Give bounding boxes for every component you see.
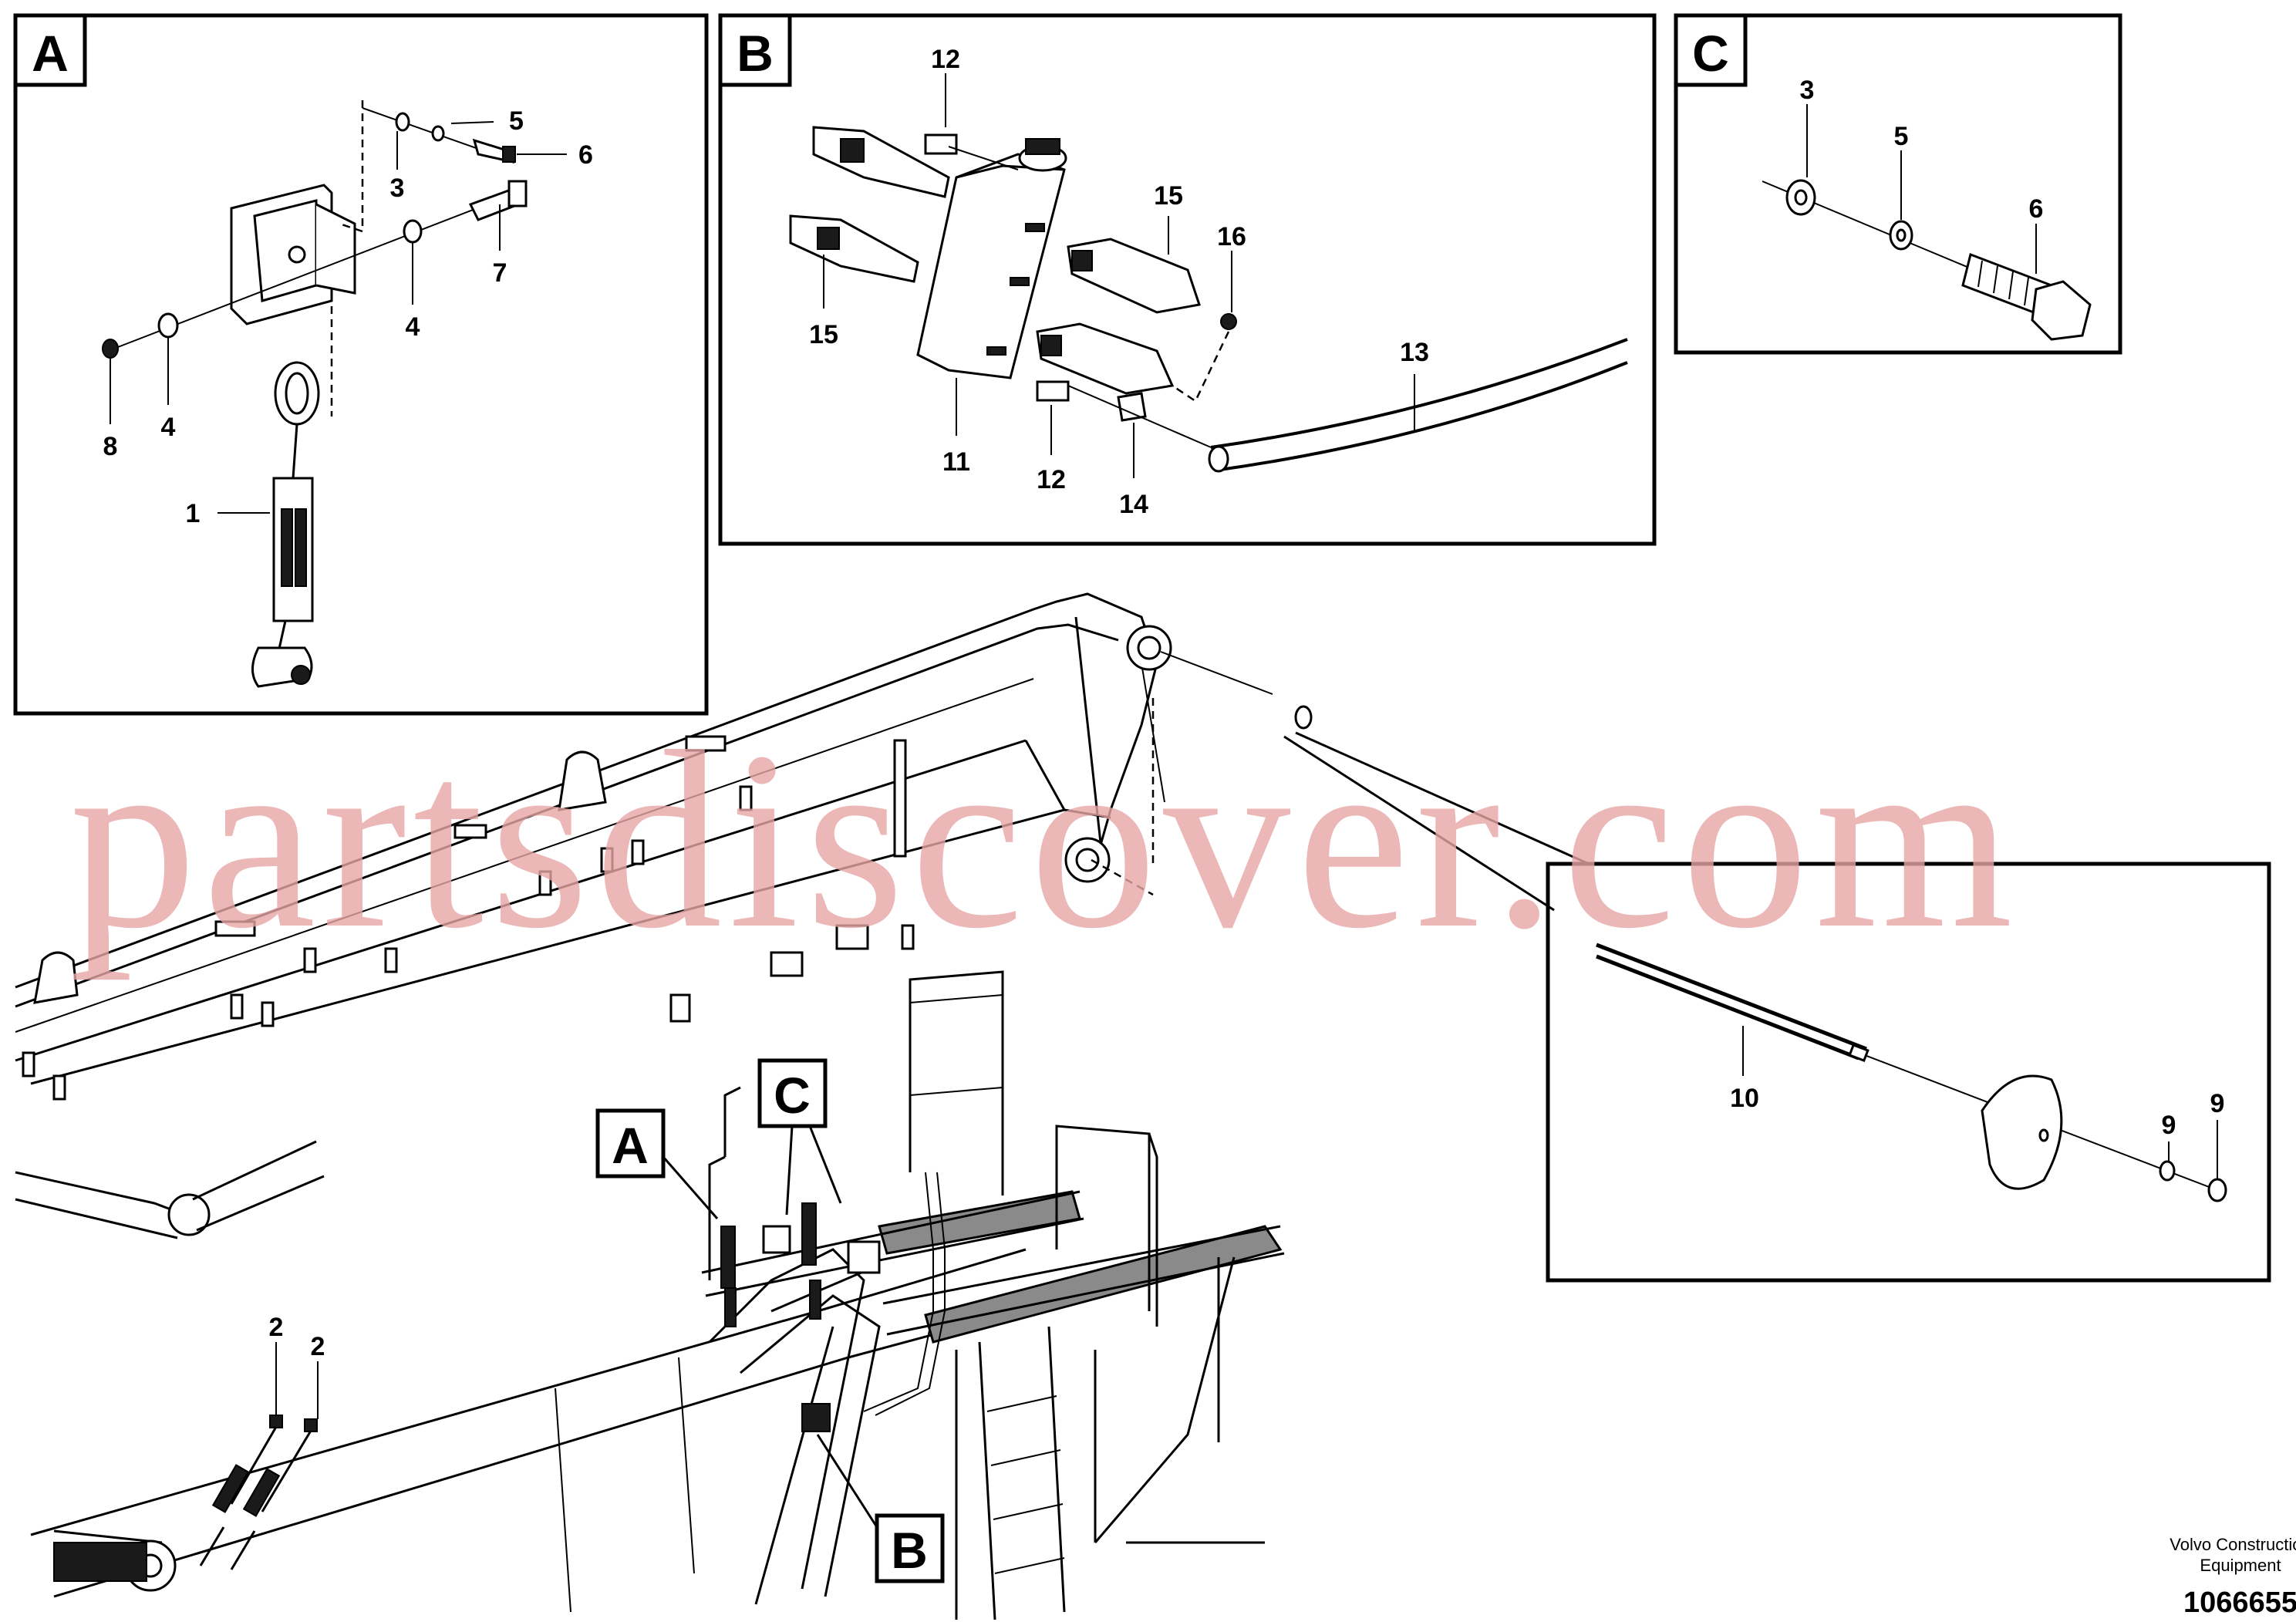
panel-b: B 12 15 16 (718, 13, 1657, 546)
callout-b-16: 16 (1217, 222, 1246, 251)
lower-turnbuckles (199, 1415, 318, 1570)
callout-c-5: 5 (1894, 122, 1909, 151)
company-line-1: Volvo Construction (2170, 1535, 2296, 1554)
callout-a-5: 5 (509, 106, 524, 136)
callout-detail-10: 10 (1730, 1084, 1759, 1113)
panel-c-letter: C (1692, 25, 1729, 82)
footer: Volvo Construction Equipment 1066655 (2170, 1535, 2296, 1619)
drawing-number: 1066655 (2183, 1587, 2296, 1619)
callout-b-14: 14 (1119, 490, 1148, 519)
callout-c-6: 6 (2029, 194, 2044, 224)
panel-a: A 3 5 6 (13, 13, 709, 716)
callout-a-4-right: 4 (406, 312, 420, 342)
callout-b-15-left: 15 (809, 320, 838, 349)
panel-a-letter: A (32, 25, 69, 82)
detail-panel: 10 9 9 (1546, 862, 2271, 1283)
main-callouts: 2 2 A C B (269, 1058, 945, 1583)
callout-a-3: 3 (390, 174, 405, 203)
callout-a-1: 1 (186, 499, 201, 528)
walkway-platform (701, 970, 1285, 1620)
callout-detail-9-right: 9 (2210, 1089, 2225, 1118)
callout-b-13: 13 (1400, 338, 1429, 367)
callout-b-12-top: 12 (931, 45, 960, 74)
callout-a-4-left: 4 (161, 413, 176, 442)
callout-a-7: 7 (493, 258, 507, 288)
ref-badge-b: B (891, 1522, 928, 1579)
company-line-2: Equipment (2200, 1556, 2281, 1575)
callout-a-8: 8 (103, 432, 118, 461)
callout-a-6: 6 (578, 140, 593, 170)
callout-b-12-bottom: 12 (1037, 465, 1066, 494)
panel-c: C 3 5 6 (1674, 13, 2122, 355)
callout-b-15-right: 15 (1154, 181, 1183, 211)
callout-detail-9-left: 9 (2162, 1111, 2176, 1140)
callout-main-2-left: 2 (269, 1313, 284, 1342)
watermark-text: partsdiscover.com (69, 700, 2019, 981)
callout-b-11: 11 (942, 447, 970, 477)
callout-c-3: 3 (1800, 76, 1815, 105)
ref-badge-c: C (774, 1067, 811, 1124)
ref-badge-a: A (612, 1117, 649, 1174)
callout-main-2-right: 2 (311, 1332, 325, 1361)
panel-b-letter: B (737, 25, 774, 82)
